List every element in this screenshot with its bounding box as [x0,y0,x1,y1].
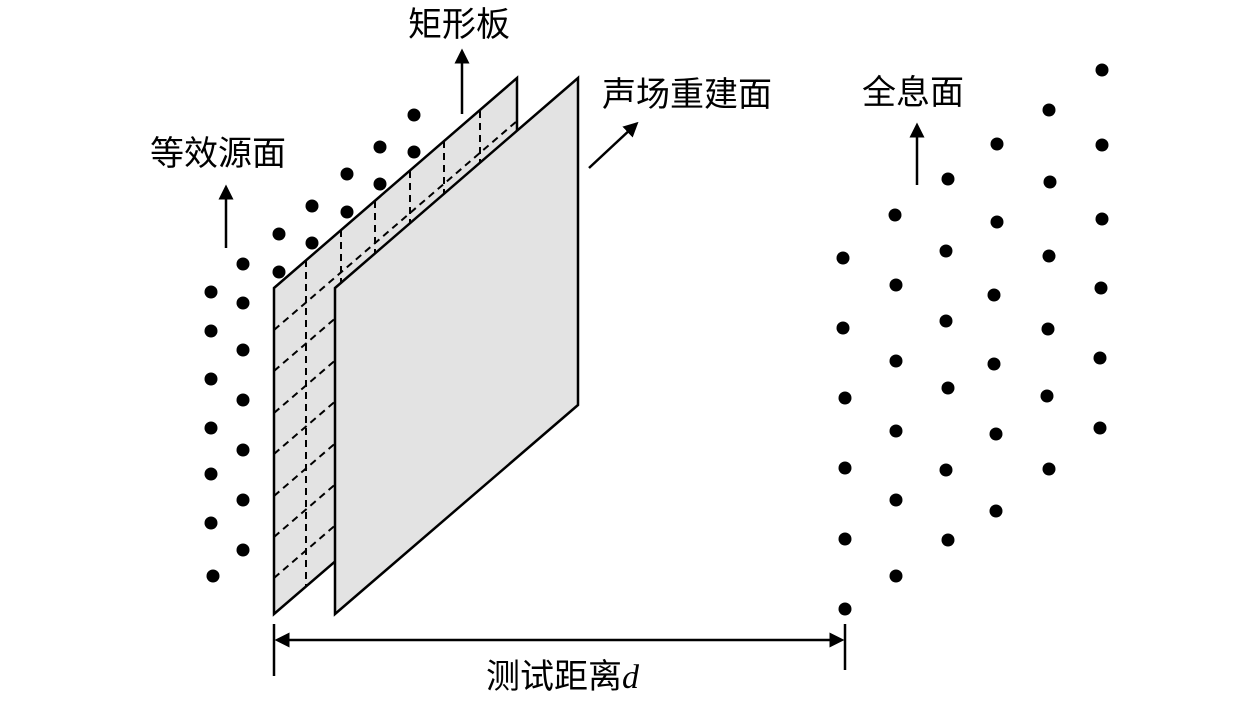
equivalent-source-label: 等效源面 [150,134,286,174]
hologram-point [1040,389,1054,403]
source-point [272,227,286,241]
hologram-point [838,602,852,616]
hologram-point [838,391,852,405]
equivalent-source-points [204,108,421,583]
distance-dimension [272,624,847,676]
hologram-point [1042,249,1056,263]
source-point [236,257,250,271]
hologram-point [1093,421,1107,435]
hologram-point [941,381,955,395]
hologram-point [939,244,953,258]
source-point [204,467,218,481]
hologram-point [989,504,1003,518]
hologram-point [1041,322,1055,336]
hologram-plane-label: 全息面 [862,73,964,113]
hologram-point [838,461,852,475]
hologram-point [836,321,850,335]
hologram-point [990,215,1004,229]
hologram-point [1095,212,1109,226]
hologram-point [889,569,903,583]
hologram-point [941,533,955,547]
source-point [373,177,387,191]
source-point [373,140,387,154]
source-point [236,343,250,357]
hologram-point [838,532,852,546]
source-point [305,199,319,213]
hologram-point [1095,138,1109,152]
hologram-points [836,63,1109,616]
hologram-point [889,278,903,292]
reconstruction-plane [333,75,580,617]
label-arrows [218,48,925,248]
hologram-point [889,424,903,438]
hologram-point [1095,63,1109,77]
hologram-point [987,357,1001,371]
hologram-point [889,493,903,507]
hologram-point [1094,281,1108,295]
hologram-point [888,208,902,222]
source-point [407,145,421,159]
hologram-point [1042,103,1056,117]
source-point [206,569,220,583]
hologram-point [939,314,953,328]
source-point [272,265,286,279]
source-point [340,167,354,181]
source-point [204,285,218,299]
hologram-point [1043,175,1057,189]
hologram-point [990,137,1004,151]
source-point [340,205,354,219]
source-point [236,493,250,507]
hologram-point [941,172,955,186]
hologram-point [987,288,1001,302]
distance-text: 测试距离 [486,657,622,697]
hologram-point [989,427,1003,441]
source-point [236,443,250,457]
source-point [407,108,421,122]
distance-symbol: d [622,659,639,696]
distance-label: 测试距离d [486,660,639,695]
source-point [204,421,218,435]
source-point [305,236,319,250]
source-point [204,372,218,386]
source-point [204,516,218,530]
source-point [236,296,250,310]
hologram-point [939,463,953,477]
reconstruction-plane-label: 声场重建面 [602,75,772,115]
reconstruction-arrow [588,121,639,169]
rectangular-plate-label: 矩形板 [408,5,510,45]
hologram-point [889,354,903,368]
source-point [236,393,250,407]
hologram-point [1042,462,1056,476]
source-point [236,543,250,557]
hologram-point [836,251,850,265]
hologram-point [1093,351,1107,365]
source-point [204,324,218,338]
